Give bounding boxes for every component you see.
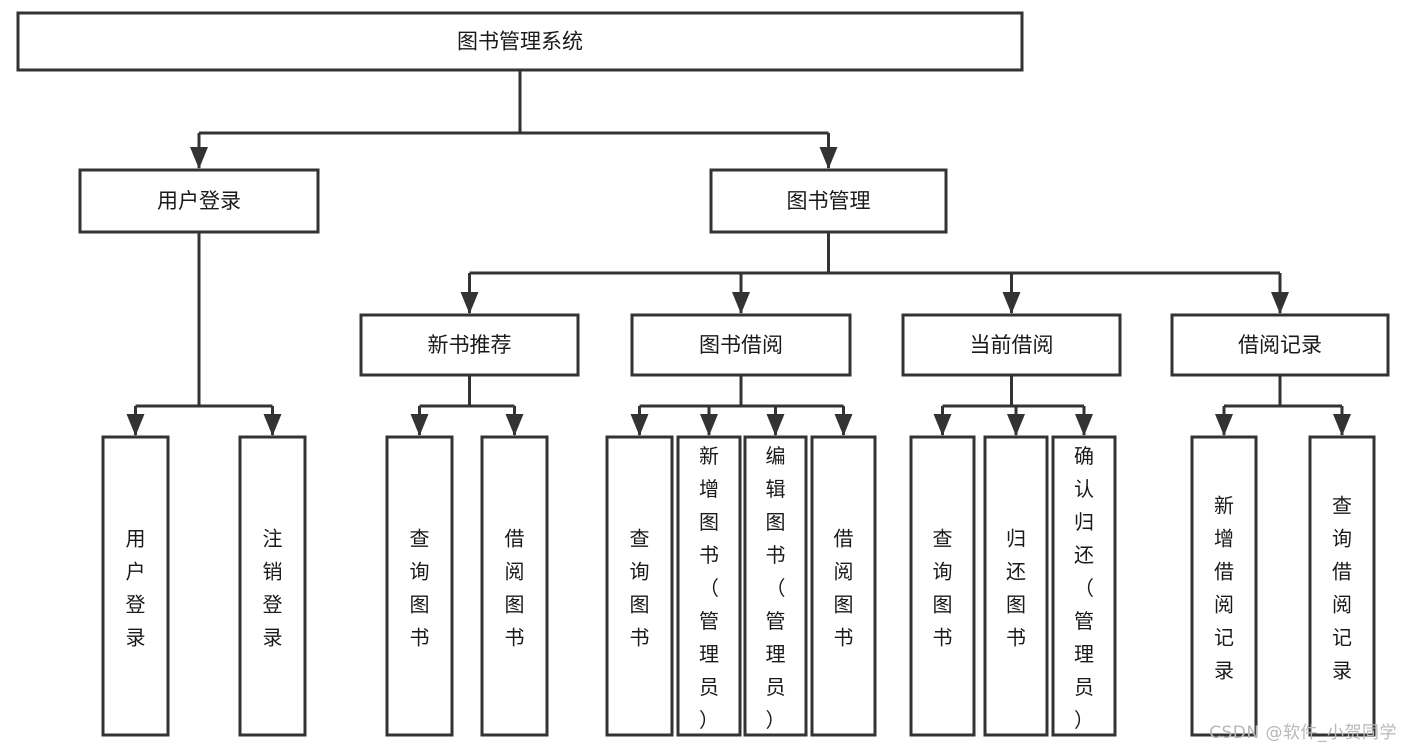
node-root[interactable]: 图书管理系统 — [16, 11, 1024, 72]
node-leaf-borrow-book-rec-label: 借阅图书 — [505, 527, 525, 650]
node-leaf-query-book-borrow[interactable]: 查询图书 — [605, 435, 674, 737]
node-leaf-borrow-book-rec[interactable]: 借阅图书 — [480, 435, 549, 737]
conn-new-book-rec-arrow-1 — [505, 414, 524, 436]
node-leaf-borrow-book[interactable]: 借阅图书 — [810, 435, 877, 737]
node-leaf-add-borrow-record[interactable]: 新增借阅记录 — [1190, 435, 1258, 737]
conn-book-borrow-arrow-0 — [630, 414, 649, 436]
conn-root-arrow-0 — [190, 147, 208, 169]
node-leaf-query-borrow-record-label: 查询借阅记录 — [1332, 494, 1352, 683]
nodes-layer: 图书管理系统用户登录图书管理新书推荐图书借阅当前借阅借阅记录用户登录注销登录查询… — [16, 11, 1390, 737]
node-leaf-add-book-admin[interactable]: 新增图书（管理员） — [676, 435, 742, 737]
node-leaf-query-book-current-label: 查询图书 — [933, 527, 953, 650]
node-root-label: 图书管理系统 — [457, 30, 583, 54]
node-borrow-record-box — [1170, 313, 1390, 377]
conn-book-manage-arrow-0 — [460, 292, 479, 314]
conn-book-manage-arrow-2 — [1002, 292, 1021, 314]
node-leaf-query-book-current-box — [909, 435, 976, 737]
node-borrow-record-label: 借阅记录 — [1238, 333, 1322, 357]
conn-current-borrow-arrow-0 — [933, 414, 952, 436]
node-book-manage-label: 图书管理 — [787, 189, 871, 213]
node-current-borrow[interactable]: 当前借阅 — [901, 313, 1122, 377]
node-book-borrow[interactable]: 图书借阅 — [630, 313, 852, 377]
csdn-watermark: CSDN @软件_小贺同学 — [1209, 723, 1397, 743]
node-leaf-query-book-rec-label: 查询图书 — [410, 527, 430, 650]
conn-current-borrow-arrow-1 — [1007, 414, 1025, 436]
conn-borrow-record-arrow-1 — [1333, 414, 1351, 436]
node-borrow-record[interactable]: 借阅记录 — [1170, 313, 1390, 377]
node-leaf-borrow-book-label: 借阅图书 — [834, 527, 854, 650]
node-book-manage-box — [709, 168, 948, 234]
node-leaf-add-book-admin-label: 新增图书（管理员） — [699, 444, 719, 732]
conn-book-manage-arrow-1 — [732, 292, 750, 314]
node-leaf-user-login-box — [101, 435, 170, 737]
node-new-book-rec[interactable]: 新书推荐 — [359, 313, 580, 377]
node-leaf-add-book-admin-box — [676, 435, 742, 737]
node-book-borrow-label: 图书借阅 — [699, 333, 783, 357]
node-leaf-query-book-current[interactable]: 查询图书 — [909, 435, 976, 737]
node-leaf-return-book[interactable]: 归还图书 — [983, 435, 1049, 737]
node-user-login-label: 用户登录 — [157, 189, 241, 213]
node-leaf-user-logout[interactable]: 注销登录 — [238, 435, 307, 737]
node-leaf-edit-book-admin[interactable]: 编辑图书（管理员） — [743, 435, 808, 737]
node-leaf-query-book-borrow-box — [605, 435, 674, 737]
node-leaf-query-borrow-record[interactable]: 查询借阅记录 — [1308, 435, 1376, 737]
node-leaf-user-logout-box — [238, 435, 307, 737]
conn-new-book-rec-arrow-0 — [410, 414, 429, 436]
node-new-book-rec-box — [359, 313, 580, 377]
node-leaf-confirm-return-admin-label: 确认归还（管理员） — [1074, 444, 1094, 732]
node-current-borrow-label: 当前借阅 — [970, 333, 1054, 357]
node-leaf-add-borrow-record-box — [1190, 435, 1258, 737]
node-leaf-user-logout-label: 注销登录 — [263, 527, 283, 650]
connectors-layer — [126, 70, 1351, 436]
node-leaf-confirm-return-admin[interactable]: 确认归还（管理员） — [1051, 435, 1117, 737]
node-leaf-edit-book-admin-label: 编辑图书（管理员） — [766, 444, 786, 732]
node-leaf-user-login-label: 用户登录 — [126, 527, 146, 650]
conn-user-login-arrow-1 — [263, 414, 282, 436]
node-user-login[interactable]: 用户登录 — [78, 168, 320, 234]
node-book-borrow-box — [630, 313, 852, 377]
conn-book-borrow-arrow-1 — [700, 414, 718, 436]
node-leaf-return-book-box — [983, 435, 1049, 737]
node-leaf-query-book-rec[interactable]: 查询图书 — [385, 435, 454, 737]
conn-book-borrow-arrow-3 — [834, 414, 853, 436]
node-leaf-query-borrow-record-box — [1308, 435, 1376, 737]
node-new-book-rec-label: 新书推荐 — [428, 333, 512, 357]
node-root-box — [16, 11, 1024, 72]
conn-root-arrow-1 — [819, 147, 838, 169]
node-leaf-edit-book-admin-box — [743, 435, 808, 737]
conn-current-borrow-arrow-2 — [1075, 414, 1093, 436]
node-leaf-query-book-borrow-label: 查询图书 — [630, 527, 650, 650]
node-leaf-borrow-book-box — [810, 435, 877, 737]
conn-book-manage-arrow-3 — [1271, 292, 1289, 314]
node-leaf-return-book-label: 归还图书 — [1006, 527, 1026, 650]
node-leaf-confirm-return-admin-box — [1051, 435, 1117, 737]
node-leaf-add-borrow-record-label: 新增借阅记录 — [1214, 494, 1234, 683]
node-user-login-box — [78, 168, 320, 234]
node-leaf-borrow-book-rec-box — [480, 435, 549, 737]
node-leaf-user-login[interactable]: 用户登录 — [101, 435, 170, 737]
node-current-borrow-box — [901, 313, 1122, 377]
conn-borrow-record-arrow-0 — [1215, 414, 1233, 436]
conn-user-login-arrow-0 — [126, 414, 145, 436]
node-book-manage[interactable]: 图书管理 — [709, 168, 948, 234]
node-leaf-query-book-rec-box — [385, 435, 454, 737]
conn-book-borrow-arrow-2 — [766, 414, 785, 436]
